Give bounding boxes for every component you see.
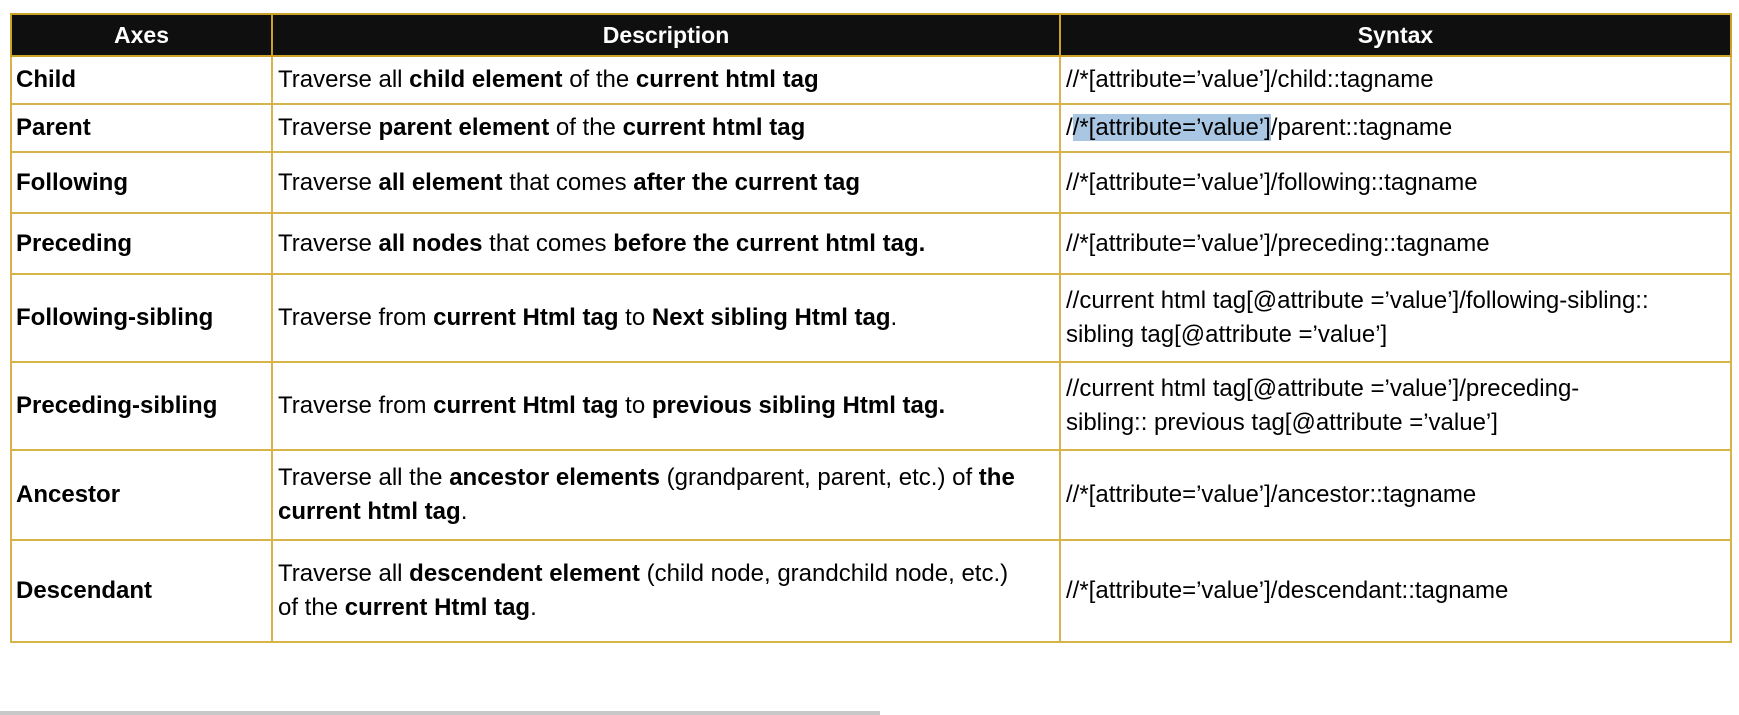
description-cell: Traverse from current Html tag to Next s… [271, 273, 1061, 363]
axis-cell: Child [10, 55, 273, 105]
description-text: (grandparent, parent, etc.) of [659, 464, 979, 491]
description-text: of the [562, 66, 636, 93]
syntax-text: /parent::tagname [1270, 114, 1453, 141]
description-text: Traverse all the [278, 464, 450, 491]
description-bold-text: after the current tag [633, 168, 860, 196]
description-bold-text: the [978, 464, 1015, 491]
header-syntax: Syntax [1059, 13, 1732, 57]
axis-cell: Descendant [10, 539, 273, 643]
syntax-line: sibling:: previous tag[@attribute =’valu… [1066, 409, 1498, 436]
description-text: Traverse from [278, 304, 434, 331]
table-row: Preceding Traverse all nodes that comes … [10, 212, 1732, 275]
description-text: of the [549, 114, 623, 141]
description-text: . [530, 594, 537, 621]
syntax-cell[interactable]: //*[attribute=’value’]/preceding::tagnam… [1059, 212, 1732, 275]
syntax-cell[interactable]: //*[attribute=’value’]/descendant::tagna… [1059, 539, 1732, 643]
description-bold-text: current html tag [635, 66, 819, 93]
syntax-line: //current html tag[@attribute =’value’]/… [1066, 375, 1580, 402]
table-row: Descendant Traverse all descendent eleme… [10, 539, 1732, 643]
description-text: (child node, grandchild node, etc.) [639, 560, 1009, 587]
description-cell: Traverse all descendent element (child n… [271, 539, 1061, 643]
syntax-cell[interactable]: //*[attribute=’value’]/child::tagname [1059, 55, 1732, 105]
description-bold-text: current Html tag [433, 304, 619, 331]
description-text: that comes [482, 229, 614, 257]
description-text: Traverse from [278, 392, 434, 419]
description-text: Traverse [278, 168, 379, 196]
syntax-text: / [1066, 114, 1073, 141]
header-axes: Axes [10, 13, 273, 57]
description-text: to [618, 392, 652, 419]
table-row: Ancestor Traverse all the ancestor eleme… [10, 449, 1732, 541]
table-row: Parent Traverse parent element of the cu… [10, 103, 1732, 153]
description-cell: Traverse from current Html tag to previo… [271, 361, 1061, 451]
axis-cell: Parent [10, 103, 273, 153]
description-text: that comes [502, 168, 634, 196]
description-text: . [890, 304, 898, 331]
description-text: Traverse all [278, 66, 410, 93]
description-cell: Traverse all child element of the curren… [271, 55, 1061, 105]
table-row: Preceding-sibling Traverse from current … [10, 361, 1732, 451]
description-bold-text: all nodes [378, 229, 483, 257]
description-bold-text: previous sibling Html tag. [651, 392, 946, 419]
selected-text[interactable]: /*[attribute=’value’] [1072, 114, 1271, 141]
syntax-cell[interactable]: //*[attribute=’value’]/ancestor::tagname [1059, 449, 1732, 541]
description-cell: Traverse all nodes that comes before the… [271, 212, 1061, 275]
description-bold-text: current html tag [622, 114, 806, 141]
description-text: Traverse all [278, 560, 410, 587]
description-text: of the [278, 594, 345, 621]
description-bold-text: parent element [378, 114, 550, 141]
axis-cell: Following-sibling [10, 273, 273, 363]
axis-cell: Following [10, 151, 273, 214]
description-bold-text: current html tag [278, 498, 461, 525]
description-text: . [460, 498, 468, 525]
syntax-cell[interactable]: //*[attribute=’value’]/following::tagnam… [1059, 151, 1732, 214]
description-bold-text: current Html tag [433, 392, 619, 419]
description-bold-text: descendent element [409, 560, 640, 587]
syntax-line: sibling tag[@attribute =’value’] [1066, 321, 1388, 348]
table-row: Following Traverse all element that come… [10, 151, 1732, 214]
description-bold-text: child element [409, 66, 563, 93]
axis-cell: Ancestor [10, 449, 273, 541]
header-row: Axes Description Syntax [10, 13, 1732, 57]
syntax-cell[interactable]: //*[attribute=’value’]/parent::tagname [1059, 103, 1732, 153]
description-cell: Traverse all element that comes after th… [271, 151, 1061, 214]
description-text: to [618, 304, 652, 331]
syntax-cell[interactable]: //current html tag[@attribute =’value’]/… [1059, 273, 1732, 363]
syntax-cell[interactable]: //current html tag[@attribute =’value’]/… [1059, 361, 1732, 451]
header-description: Description [271, 13, 1061, 57]
description-bold-text: ancestor elements [449, 464, 660, 491]
description-bold-text: all element [378, 168, 503, 196]
horizontal-scrollbar[interactable] [0, 711, 880, 715]
description-bold-text: current Html tag [344, 594, 531, 621]
description-text: Traverse [278, 114, 379, 141]
description-cell: Traverse parent element of the current h… [271, 103, 1061, 153]
description-cell: Traverse all the ancestor elements (gran… [271, 449, 1061, 541]
description-text: Traverse [278, 229, 379, 257]
syntax-line: //current html tag[@attribute =’value’]/… [1066, 287, 1649, 314]
table-row: Following-sibling Traverse from current … [10, 273, 1732, 363]
xpath-axes-table: Axes Description Syntax Child Traverse a… [10, 13, 1732, 643]
table-row: Child Traverse all child element of the … [10, 55, 1732, 105]
description-bold-text: Next sibling Html tag [651, 304, 891, 331]
description-bold-text: before the current html tag. [613, 229, 926, 257]
axis-cell: Preceding-sibling [10, 361, 273, 451]
axis-cell: Preceding [10, 212, 273, 275]
